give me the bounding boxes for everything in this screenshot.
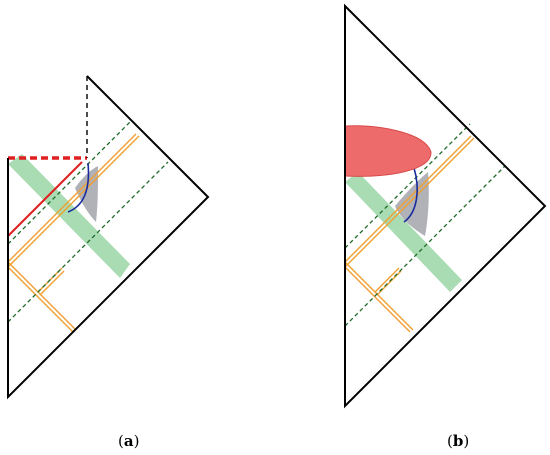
- panel-b-outline: [344, 3, 547, 409]
- panel-a-green-band: [8, 154, 130, 278]
- panel-a-caption: (a): [118, 432, 139, 450]
- panel-a-dashed-green-lines: [7, 119, 169, 323]
- panel-b-red-region: [344, 125, 432, 177]
- panel-b-label: b: [453, 432, 464, 450]
- panel-a-gray-region: [75, 166, 98, 222]
- panel-a-red-line: [7, 161, 83, 237]
- panel-b: (b): [344, 3, 547, 450]
- panel-a: (a): [7, 75, 210, 450]
- panel-b-gray-region: [395, 172, 429, 236]
- panel-b-blue-curve: [403, 167, 418, 223]
- panel-a-blue-curve: [67, 162, 90, 213]
- panel-b-dashed-green-lines: [344, 123, 506, 327]
- panel-a-label: a: [124, 432, 134, 450]
- panel-b-green-band: [345, 172, 462, 292]
- panel-a-outline: [7, 75, 210, 400]
- panel-b-caption: (b): [447, 432, 469, 450]
- panel-b-orange-rails: [344, 135, 475, 333]
